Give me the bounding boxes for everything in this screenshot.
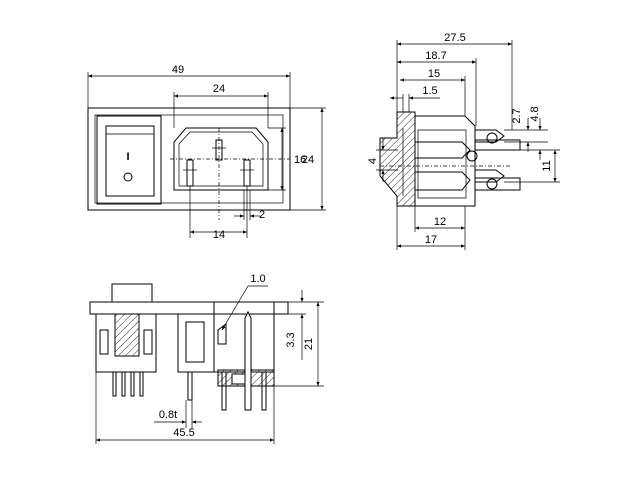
dim-height-overall: 24	[302, 154, 314, 166]
rocker-switch-body	[96, 115, 162, 205]
dim-depth-a: 18.7	[425, 50, 446, 62]
bottom-switch-core	[114, 313, 140, 357]
dim-pitch-11: 11	[541, 160, 553, 171]
switch-off-symbol-circle	[123, 172, 133, 182]
dim-flange-1-0: 1.0	[250, 273, 265, 285]
dim-inlet-height: 16	[294, 154, 306, 166]
dim-depth-c: 1.5	[422, 85, 437, 97]
bottom-switch-cap	[111, 283, 153, 303]
bottom-top-plate	[89, 301, 289, 315]
dim-offset-4: 4	[367, 158, 379, 164]
dim-width-overall: 49	[172, 64, 184, 76]
side-contact-upper	[414, 141, 471, 159]
front-view: I 49 24 16 24	[87, 64, 326, 241]
bottom-inlet-body	[177, 313, 215, 373]
bottom-inlet-pin-center	[244, 310, 252, 411]
dim-pin-width: 2	[259, 209, 265, 221]
dim-depth-b: 15	[428, 68, 440, 80]
dim-depth-12: 12	[434, 216, 446, 228]
side-view: 27.5 18.7 15 1.5 2.7 4.8 11 4	[367, 32, 560, 250]
inlet-right-pin	[243, 159, 251, 187]
inlet-left-pin	[186, 159, 194, 187]
switch-on-symbol: I	[126, 151, 129, 163]
dim-thickness-0-8t: 0.8t	[159, 409, 177, 421]
dim-tab-2-7: 2.7	[511, 108, 523, 123]
iec-inlet-inner	[178, 131, 264, 187]
dim-pin-spacing: 14	[213, 229, 225, 241]
side-flange	[379, 111, 416, 207]
dim-tab-4-8: 4.8	[529, 106, 541, 121]
side-body	[414, 115, 476, 207]
dim-height-3-3: 3.3	[285, 332, 297, 347]
dim-width-45-5: 45.5	[173, 427, 194, 439]
dim-depth-17: 17	[425, 234, 437, 246]
bottom-view: 1.0 3.3 21 0.8t 45.5	[89, 273, 324, 444]
dim-height-21: 21	[303, 338, 315, 350]
side-contact-lower	[414, 171, 471, 191]
rocker-switch-face	[105, 125, 155, 197]
dim-inlet-width: 24	[213, 83, 225, 95]
dim-depth-total: 27.5	[444, 32, 465, 44]
